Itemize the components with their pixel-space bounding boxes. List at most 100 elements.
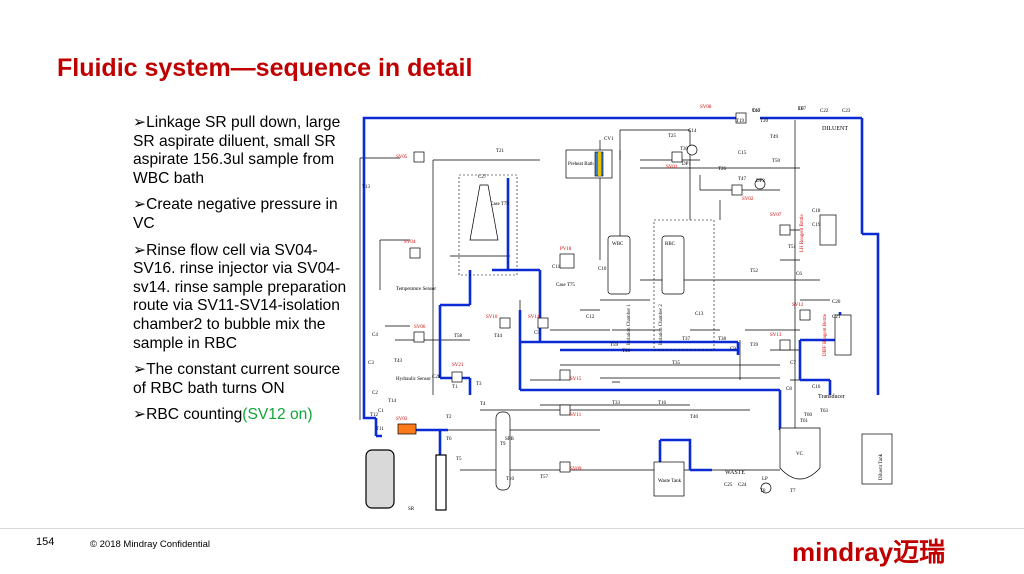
connector-label-c13: C13 xyxy=(695,312,704,317)
connector-label-t16: T16 xyxy=(658,401,667,406)
bullet-text: Create negative pressure in VC xyxy=(133,196,338,232)
valve-sv21: SV21 xyxy=(451,363,464,383)
connector-label-c16: C16 xyxy=(812,385,821,390)
bullet-marker: ➢ xyxy=(133,196,147,214)
pump-lp: LP xyxy=(760,477,772,494)
chambers: Preheat Bath Case T79 WBC RBC Isolation … xyxy=(365,149,893,512)
connector-label-c5: C5 xyxy=(534,331,540,336)
valve-sv05: SV05 xyxy=(396,151,425,163)
diff-reagent-bottle xyxy=(834,314,852,356)
wbc-chamber xyxy=(607,235,631,295)
connector-label-t10: T10 xyxy=(506,477,515,482)
connector-label-t58: T58 xyxy=(454,334,463,339)
valve-label: SV15 xyxy=(570,377,582,382)
valve-label: SV03 xyxy=(396,417,408,422)
diluent-header: DILUENT xyxy=(822,126,848,132)
bullet-text: RBC counting xyxy=(146,406,243,424)
sr-label: SR xyxy=(408,507,415,512)
valve-label: SV08 xyxy=(700,105,712,110)
valve-sv06: SV06 xyxy=(413,325,426,343)
connector-label-c11: C11 xyxy=(552,265,561,270)
diluent-tank xyxy=(861,433,893,485)
pump-label: DP1 xyxy=(682,162,691,167)
connector-label-t61: T61 xyxy=(800,419,809,424)
pumps: DP1 DP2 LP xyxy=(682,144,772,494)
bullet-item: ➢Rinse flow cell via SV04-SV16. rinse in… xyxy=(133,242,348,354)
valve-sv02: SV02 xyxy=(731,184,754,202)
connector-label-t4: T4 xyxy=(480,402,486,407)
connector-label-c15: C15 xyxy=(738,151,747,156)
pump-label: LP xyxy=(762,477,768,482)
valve-sv15: SV15 xyxy=(559,369,582,382)
connector-label-t49: T49 xyxy=(770,135,779,140)
connector-label-t30: T30 xyxy=(680,147,689,152)
footer-divider xyxy=(0,528,1024,529)
valve-label: SV11 xyxy=(570,413,582,418)
connector-label-c19: C19 xyxy=(812,223,821,228)
valve-sv14: SV14 xyxy=(528,315,549,329)
connector-label-t6: T6 xyxy=(446,437,452,442)
valve-pv18: PV18 xyxy=(559,247,575,269)
connector-label-t1: T1 xyxy=(452,385,458,390)
case-t79-box xyxy=(458,174,518,276)
connector-label-t33: T33 xyxy=(612,401,621,406)
connector-label-t40: T40 xyxy=(690,415,699,420)
connector-label-c1: C1 xyxy=(378,409,384,414)
bullet-text: Rinse flow cell via SV04-SV16. rinse inj… xyxy=(133,241,347,352)
cv1-heater-core xyxy=(598,152,601,176)
connector-label-c6: C6 xyxy=(796,272,802,277)
lh-reagent-label: LH Reagent Bottle xyxy=(800,213,805,252)
pump-dp1: DP1 xyxy=(682,144,698,167)
isolation-2-label: Isolation Chamber 2 xyxy=(659,304,664,345)
preheat-bath-label: Preheat Bath xyxy=(568,162,594,167)
connector-label-t19: T19 xyxy=(736,119,745,124)
connector-label-t7: T7 xyxy=(790,489,796,494)
waste-tank xyxy=(653,461,685,497)
connector-label-t26: T26 xyxy=(718,167,727,172)
spb-label: SPB xyxy=(505,437,515,442)
valve-label: SV06 xyxy=(414,325,426,330)
vc-label: VC xyxy=(796,452,804,457)
lh-reagent-bottle xyxy=(819,214,837,246)
connector-label-c17: C17 xyxy=(752,109,761,114)
connector-label-t11: T11 xyxy=(376,427,384,432)
page-number: 154 xyxy=(36,536,55,548)
connector-label-t8: T8 xyxy=(760,489,766,494)
connector-label-c12: C12 xyxy=(586,315,595,320)
connector-label-t43: T43 xyxy=(394,359,403,364)
valve-label: SV02 xyxy=(742,197,754,202)
connector-label-t14: T14 xyxy=(388,399,397,404)
bullet-marker: ➢ xyxy=(133,406,147,424)
valve-sv08: SV08 xyxy=(700,105,747,124)
valve-sv09: SV09 xyxy=(559,461,582,473)
valve-sv12: SV12 xyxy=(792,303,811,321)
connector-label-c25: C25 xyxy=(724,483,733,488)
bullet-marker: ➢ xyxy=(133,241,147,259)
connector-label-t66: T66 xyxy=(752,109,761,114)
isolation-1-label: Isolation Chamber 1 xyxy=(627,304,632,345)
connector-label-c10: C10 xyxy=(598,267,607,272)
connector-label-c28: C28 xyxy=(432,375,441,380)
connector-label-c3: C3 xyxy=(368,361,374,366)
spb-tube xyxy=(495,411,511,491)
connector-label-t50: T50 xyxy=(772,159,781,164)
preheat-bath xyxy=(565,149,613,179)
connector-label-lf: LF xyxy=(798,107,804,112)
connector-label-t47: T47 xyxy=(738,177,747,182)
connector-label-c18: C18 xyxy=(812,209,821,214)
bullet-highlight: (SV12 on) xyxy=(242,406,313,424)
connector-label-t36: T36 xyxy=(622,349,631,354)
case-t79-label: Case T79 xyxy=(490,202,509,207)
sr-small xyxy=(435,454,447,511)
valve-label: SV10 xyxy=(486,315,498,320)
mindray-logo: mindray迈瑞 xyxy=(792,537,946,567)
valve-label: SV05 xyxy=(396,155,408,160)
connector-label-c22: C22 xyxy=(820,109,829,114)
valve-sv10: SV10 xyxy=(486,315,511,329)
valve-label: SV13 xyxy=(770,333,782,338)
diff-reagent-label: DIFF Reagent Bottle xyxy=(823,313,828,356)
bullet-text: Linkage SR pull down, large SR aspirate … xyxy=(133,114,341,187)
pump-dp2: DP2 xyxy=(754,178,765,190)
connector-label-t9: T9 xyxy=(500,442,506,447)
